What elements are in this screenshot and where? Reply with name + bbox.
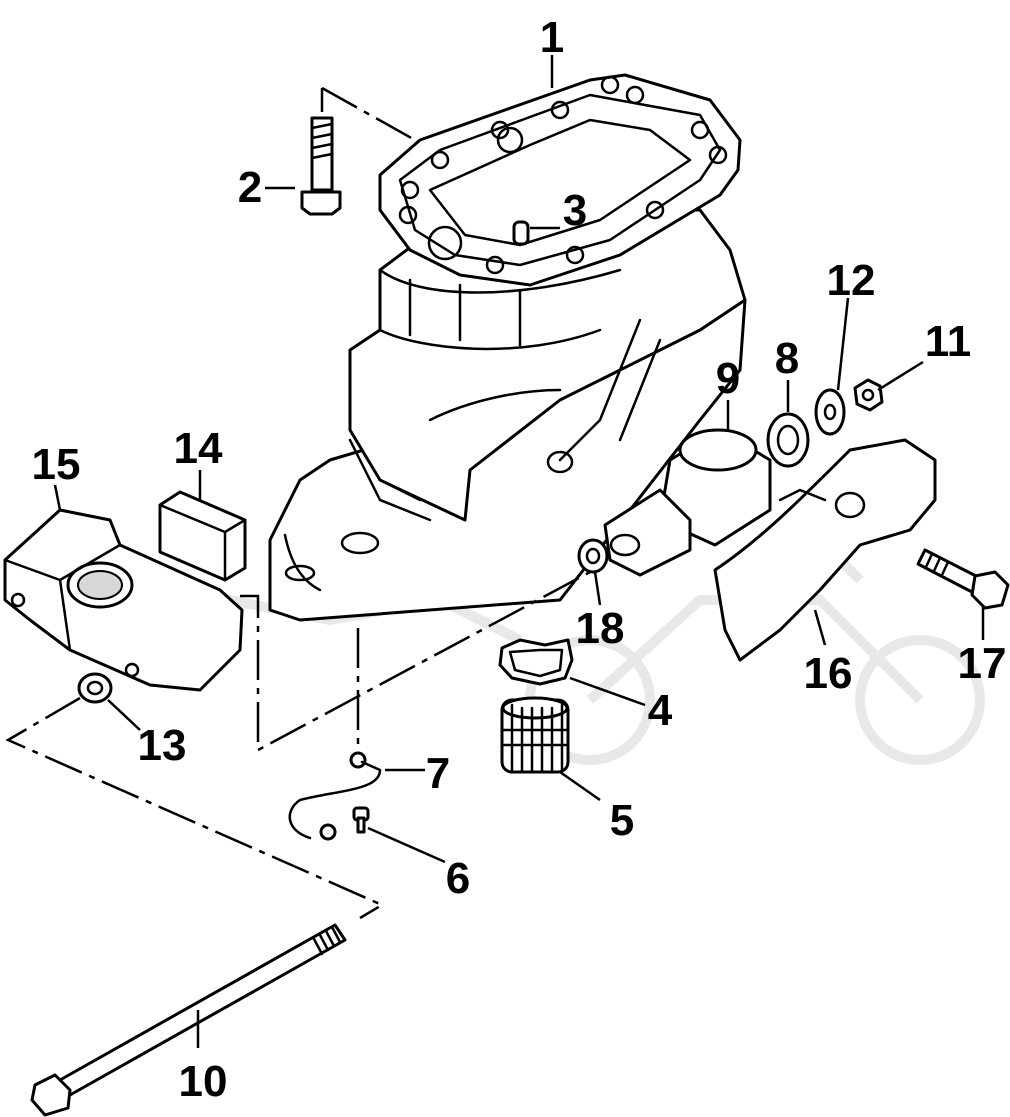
part-10-stud-bolt (30, 923, 347, 1117)
part-12-washer (814, 388, 846, 436)
callout-11: 11 (925, 317, 972, 366)
part-3-dowel-pin (512, 220, 530, 246)
part-9-rubber-mount (603, 428, 772, 577)
part-8-washer (766, 412, 810, 468)
callout-2: 2 (238, 163, 262, 212)
part-5-bearing (500, 696, 570, 774)
callout-13: 13 (138, 721, 187, 770)
part-4-gasket (498, 638, 574, 686)
callout-18: 18 (576, 604, 625, 653)
part-7-ground-lead (288, 751, 382, 841)
callout-4: 4 (648, 686, 673, 735)
part-18-washer (577, 538, 609, 574)
part-1-casing (268, 73, 747, 622)
callout-16: 16 (804, 649, 853, 698)
callout-3: 3 (563, 186, 587, 235)
callout-7: 7 (426, 749, 450, 798)
callout-8: 8 (775, 334, 799, 383)
part-2-bolt (300, 116, 342, 216)
callout-labels: 1 2 3 4 5 6 7 8 9 10 11 12 13 14 15 16 1… (32, 13, 1007, 1106)
callout-1: 1 (540, 13, 564, 62)
assembly-lines (5, 86, 591, 920)
part-17-bolt (916, 548, 1010, 610)
part-6-screw (352, 806, 370, 834)
leader-lines (53, 55, 985, 1048)
callout-10: 10 (179, 1057, 228, 1106)
callout-14: 14 (174, 424, 223, 473)
part-14-rubber-block (158, 490, 247, 582)
callout-9: 9 (716, 354, 740, 403)
part-16-mount-cover (713, 438, 937, 662)
callout-6: 6 (446, 854, 470, 903)
part-15-bracket (3, 508, 244, 692)
callout-15: 15 (32, 440, 81, 489)
callout-5: 5 (610, 796, 634, 845)
part-11-nut (853, 378, 884, 412)
part-13-washer (77, 672, 113, 704)
callout-17: 17 (958, 639, 1007, 688)
callout-12: 12 (827, 256, 876, 305)
